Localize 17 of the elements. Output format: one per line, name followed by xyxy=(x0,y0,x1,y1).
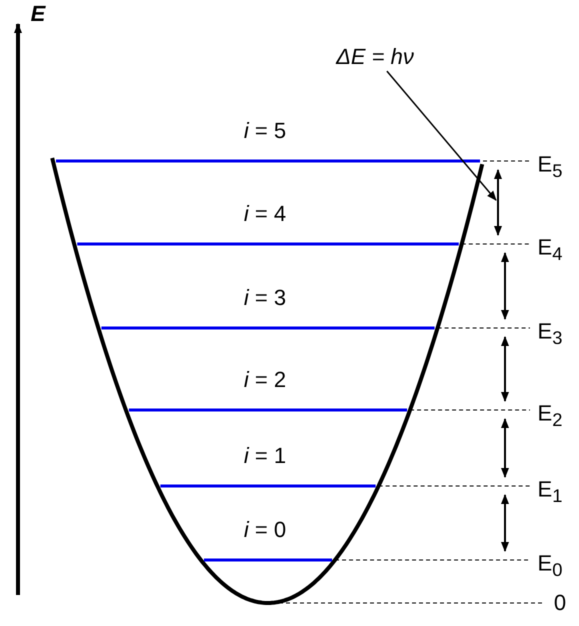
level-label: i = 4 xyxy=(244,202,286,226)
level-label: i = 5 xyxy=(244,118,286,144)
axis-label: E xyxy=(30,2,46,26)
energy-label: E$_{4}$ xyxy=(538,236,562,264)
energy-label: E$_{2}$ xyxy=(538,402,562,430)
level-label: i = 1 xyxy=(244,444,286,468)
annotation-label: ΔE = hν xyxy=(336,44,414,70)
level-label: i = 3 xyxy=(244,286,286,310)
energy-label: E$_{1}$ xyxy=(538,478,562,506)
energy-label: E$_{3}$ xyxy=(538,320,562,348)
energy-label: E$_{0}$ xyxy=(538,552,562,580)
leader-line xyxy=(386,70,497,201)
level-label: i = 2 xyxy=(244,368,286,392)
energy-label: E$_{5}$ xyxy=(538,152,562,182)
zero-label: 0 xyxy=(554,590,566,616)
level-label: i = 0 xyxy=(244,518,286,542)
dimension-line xyxy=(494,169,502,236)
